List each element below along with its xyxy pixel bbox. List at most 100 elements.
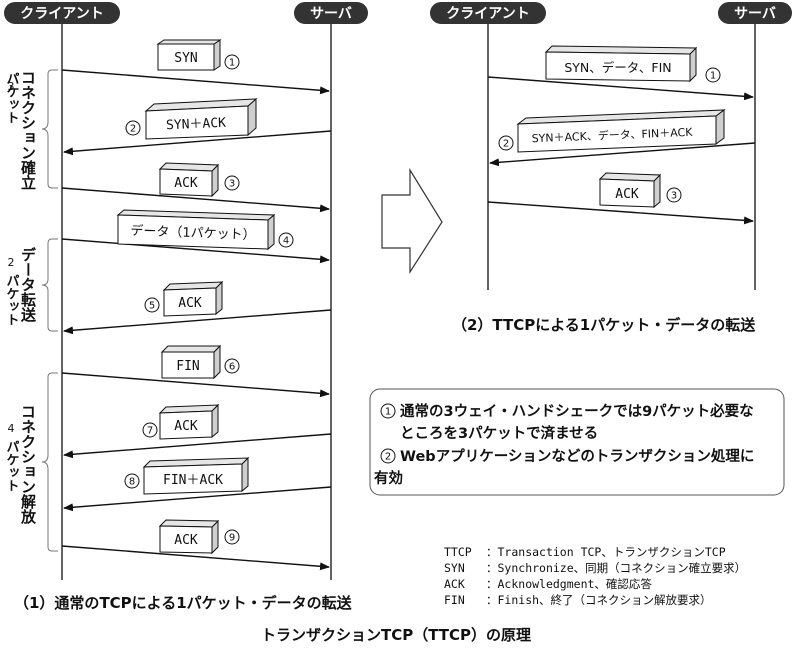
svg-text:ACK: ACK [444, 577, 465, 591]
note-box: 1 通常の3ウェイ・ハンドシェークでは9パケット必要な ところを3パケットで済ま… [369, 388, 785, 496]
left-sequence: クライアント サーバ SYN 1 [4, 2, 368, 612]
svg-text:5: 5 [149, 301, 155, 312]
svg-text:3: 3 [8, 80, 15, 93]
left-arrow-6 [61, 372, 330, 398]
svg-text:有効: 有効 [374, 469, 403, 487]
svg-text:4: 4 [283, 236, 289, 247]
svg-text:3: 3 [229, 179, 235, 190]
svg-text:パケット: パケット [4, 72, 20, 124]
svg-text:1: 1 [385, 407, 391, 418]
svg-text:2: 2 [385, 452, 391, 463]
packet-ack: ACK [598, 172, 662, 209]
packet-label: SYN＋ACK [166, 116, 227, 134]
packet-ack: ACK [158, 519, 220, 555]
left-caption: （1）通常のTCPによる1パケット・データの転送 [14, 594, 353, 612]
packet-ack: ACK [158, 403, 220, 440]
svg-text:3: 3 [671, 191, 677, 202]
step-number-7: 7 [142, 422, 158, 438]
svg-text:FIN: FIN [444, 593, 465, 607]
phase-label-transfer: 2 パケット データ転送 [4, 246, 38, 326]
left-server-header: サーバ [294, 2, 368, 24]
phase-label-release: 4 パケット コネクション解放 [4, 404, 38, 525]
packet-label: FIN [176, 359, 199, 374]
svg-text:7: 7 [147, 426, 153, 437]
step-number-2: 2 [498, 135, 514, 151]
svg-text:通常の3ウェイ・ハンドシェークでは9パケット必要な: 通常の3ウェイ・ハンドシェークでは9パケット必要な [400, 402, 754, 420]
left-arrow-1 [61, 69, 330, 95]
left-arrow-5 [63, 309, 332, 335]
packet-syn-data-fin: SYN、データ、FIN [544, 45, 698, 83]
svg-text:パケット: パケット [4, 274, 20, 326]
svg-text:8: 8 [129, 477, 135, 488]
svg-text:ところを3パケットで済ませる: ところを3パケットで済ませる [400, 424, 598, 442]
step-number-4: 4 [278, 232, 294, 248]
left-arrow-7 [63, 433, 332, 459]
right-arrow-3 [487, 201, 754, 225]
transition-arrow-icon [381, 167, 443, 275]
svg-text:2: 2 [130, 124, 136, 135]
packet-label: SYN、データ、FIN [564, 60, 671, 75]
svg-text:：Transaction TCP、トランザクションTCP: ：Transaction TCP、トランザクションTCP [486, 545, 726, 559]
step-number-6: 6 [224, 358, 240, 374]
packet-data: データ（1パケット） [116, 209, 276, 251]
right-server-header: サーバ [718, 2, 792, 24]
svg-text:6: 6 [229, 362, 235, 373]
right-arrow-2 [489, 142, 756, 167]
svg-text:コネクション確立: コネクション確立 [19, 70, 37, 190]
right-server-label: サーバ [734, 6, 776, 22]
note-item-2: 2 Webアプリケーションなどのトランザクション処理に 有効 [374, 447, 754, 487]
right-sequence: クライアント サーバ SYN、データ、FIN 1 SYN＋ACK、データ、FIN… [430, 2, 792, 334]
step-number-3: 3 [224, 175, 240, 191]
svg-text:：Finish、終了（コネクション解放要求）: ：Finish、終了（コネクション解放要求） [486, 593, 712, 607]
left-server-label: サーバ [310, 6, 352, 22]
svg-text:9: 9 [229, 533, 235, 544]
right-client-header: クライアント [430, 2, 546, 24]
step-number-1: 1 [705, 67, 721, 83]
svg-text:パケット: パケット [4, 440, 20, 492]
svg-text:2: 2 [503, 139, 509, 150]
left-client-label: クライアント [20, 6, 103, 22]
svg-text:1: 1 [710, 71, 716, 82]
packet-syn-ack: SYN＋ACK [144, 97, 258, 140]
step-number-1: 1 [224, 54, 240, 70]
packet-label: ACK [174, 533, 198, 548]
packet-syn: SYN [156, 39, 222, 71]
svg-text:データ転送: データ転送 [19, 246, 37, 323]
phase-bracket-transfer [41, 238, 58, 332]
abbreviation-legend: TTCP ：Transaction TCP、トランザクションTCP SYN ：S… [444, 545, 746, 607]
packet-label: ACK [174, 419, 198, 434]
step-number-8: 8 [124, 473, 140, 489]
packet-label: ACK [178, 296, 202, 311]
left-arrow-2 [63, 130, 332, 156]
left-arrow-8 [63, 486, 332, 512]
figure-title: トランザクションTCP（TTCP）の原理 [261, 626, 531, 644]
packet-fin-ack: FIN＋ACK [142, 456, 250, 495]
left-arrow-4 [61, 238, 330, 264]
packet-label: ACK [615, 187, 639, 202]
left-arrow-9 [61, 545, 330, 571]
packet-label: FIN＋ACK [163, 473, 223, 488]
step-number-5: 5 [144, 297, 160, 313]
svg-text:Webアプリケーションなどのトランザクション処理に: Webアプリケーションなどのトランザクション処理に [400, 447, 754, 465]
svg-text:2: 2 [8, 256, 15, 269]
svg-text:4: 4 [8, 422, 15, 435]
step-number-3: 3 [666, 187, 682, 203]
left-client-header: クライアント [4, 2, 120, 24]
svg-text:SYN: SYN [444, 561, 465, 575]
packet-ack: ACK [162, 280, 224, 317]
packet-combined-reply: SYN＋ACK、データ、FIN＋ACK [516, 109, 726, 153]
packet-ack: ACK [158, 162, 220, 198]
svg-text:TTCP: TTCP [444, 545, 472, 559]
packet-label: ACK [174, 176, 198, 191]
right-caption: （2）TTCPによる1パケット・データの転送 [452, 316, 756, 334]
svg-text:：Acknowledgment、確認応答: ：Acknowledgment、確認応答 [486, 577, 652, 591]
packet-label: SYN [174, 51, 197, 66]
packet-fin: FIN [160, 344, 222, 380]
packet-label: データ（1パケット） [130, 223, 256, 243]
right-arrow-1 [487, 76, 754, 101]
left-arrow-3 [61, 187, 330, 213]
svg-text:：Synchronize、同期（コネクション確立要求）: ：Synchronize、同期（コネクション確立要求） [486, 561, 746, 575]
svg-text:1: 1 [229, 58, 235, 69]
phase-bracket-release [41, 372, 58, 552]
